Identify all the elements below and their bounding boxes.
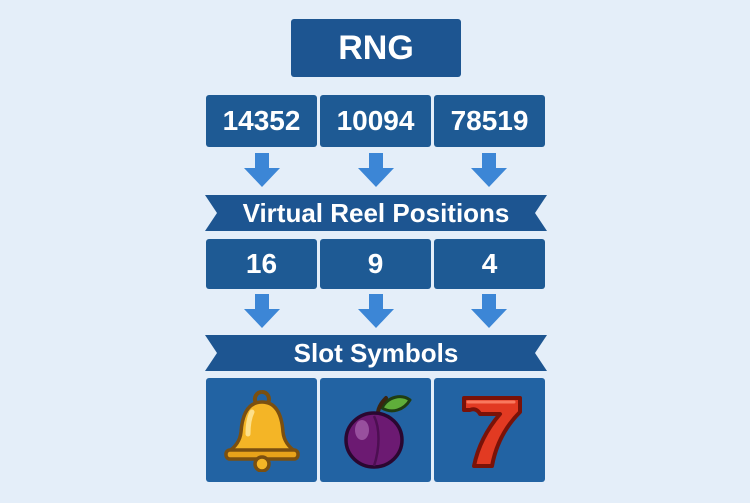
reel-position-2: 9 [320, 239, 431, 289]
down-arrow-icon [358, 153, 394, 187]
reel-position-1: 16 [206, 239, 317, 289]
rng-number-3: 78519 [434, 95, 545, 147]
symbol-slot-1 [206, 378, 317, 482]
rng-number-2: 10094 [320, 95, 431, 147]
down-arrow-icon [471, 294, 507, 328]
slot-symbols-banner: Slot Symbols [205, 335, 547, 371]
virtual-reel-positions-banner: Virtual Reel Positions [205, 195, 547, 231]
down-arrow-icon [244, 153, 280, 187]
symbol-slot-3 [434, 378, 545, 482]
down-arrow-icon [244, 294, 280, 328]
plum-icon [343, 395, 411, 469]
reel-position-3: 4 [434, 239, 545, 289]
down-arrow-icon [471, 153, 507, 187]
rng-title: RNG [291, 19, 461, 77]
rng-number-1: 14352 [206, 95, 317, 147]
down-arrow-icon [358, 294, 394, 328]
slot-symbols-label: Slot Symbols [293, 337, 459, 368]
virtual-reel-positions-label: Virtual Reel Positions [242, 197, 510, 228]
symbol-slot-2 [320, 378, 431, 482]
bell-icon [223, 390, 300, 472]
seven-icon [461, 396, 522, 468]
